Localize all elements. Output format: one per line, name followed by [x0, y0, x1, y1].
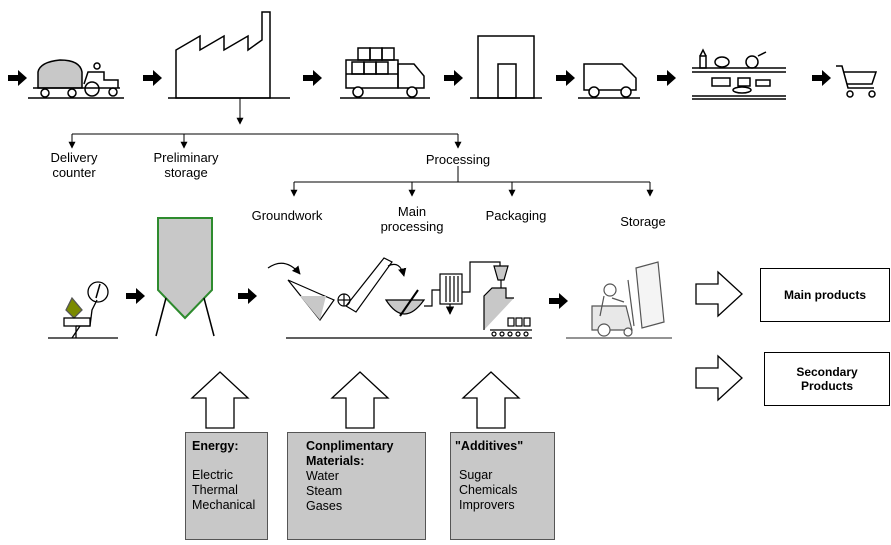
output-arrow-main — [695, 270, 743, 318]
label-groundwork: Groundwork — [251, 208, 323, 223]
label-preliminary-storage: Preliminary storage — [153, 150, 219, 180]
main-products-box: Main products — [760, 268, 890, 322]
materials-item: Steam — [306, 484, 343, 498]
plant-gauge-icon — [48, 281, 118, 339]
warehouse-icon — [470, 35, 542, 99]
materials-item: Water — [306, 469, 339, 483]
factory-icon — [168, 11, 290, 99]
additives-item: Improvers — [459, 498, 515, 512]
additives-item: Sugar — [459, 468, 493, 482]
flow-arrow — [303, 70, 322, 86]
energy-item: Electric — [192, 468, 233, 482]
energy-input-box: Energy: Electric Thermal Mechanical — [185, 432, 268, 540]
input-arrow-materials — [330, 371, 390, 429]
input-arrow-energy — [190, 371, 250, 429]
energy-item: Thermal — [192, 483, 238, 497]
label-delivery-counter: Delivery counter — [50, 150, 98, 180]
flow-arrow — [444, 70, 463, 86]
tractor-icon — [28, 59, 124, 99]
flow-arrow — [8, 70, 27, 86]
energy-title: Energy: — [192, 439, 239, 453]
input-arrow-additives — [461, 371, 521, 429]
silo-icon — [155, 217, 215, 337]
forklift-icon — [566, 261, 672, 339]
processing-equipment-icon — [267, 257, 532, 339]
flow-arrow — [238, 288, 257, 304]
flow-arrow — [657, 70, 676, 86]
van-icon — [578, 63, 640, 99]
secondary-products-box: Secondary Products — [764, 352, 890, 406]
label-main-processing: Main processing — [380, 204, 444, 234]
flow-arrow — [556, 70, 575, 86]
branch-connectors — [68, 98, 654, 197]
label-storage: Storage — [620, 214, 666, 229]
materials-input-box: Conplimentary Materials: Water Steam Gas… — [287, 432, 426, 540]
materials-item: Gases — [306, 499, 343, 513]
flow-arrow — [143, 70, 162, 86]
flow-arrow — [549, 293, 568, 309]
truck-icon — [340, 47, 430, 99]
label-packaging: Packaging — [485, 208, 547, 223]
materials-title: Conplimentary Materials: — [306, 439, 394, 468]
flow-arrow — [812, 70, 831, 86]
flow-arrow — [126, 288, 145, 304]
output-arrow-secondary — [695, 354, 743, 402]
additives-input-box: "Additives" Sugar Chemicals Improvers — [450, 432, 555, 540]
shop-shelf-icon — [692, 48, 786, 100]
shopping-cart-icon — [836, 65, 878, 98]
label-processing: Processing — [425, 152, 491, 167]
additives-item: Chemicals — [459, 483, 518, 497]
energy-item: Mechanical — [192, 498, 256, 512]
additives-title: "Additives" — [455, 439, 524, 453]
